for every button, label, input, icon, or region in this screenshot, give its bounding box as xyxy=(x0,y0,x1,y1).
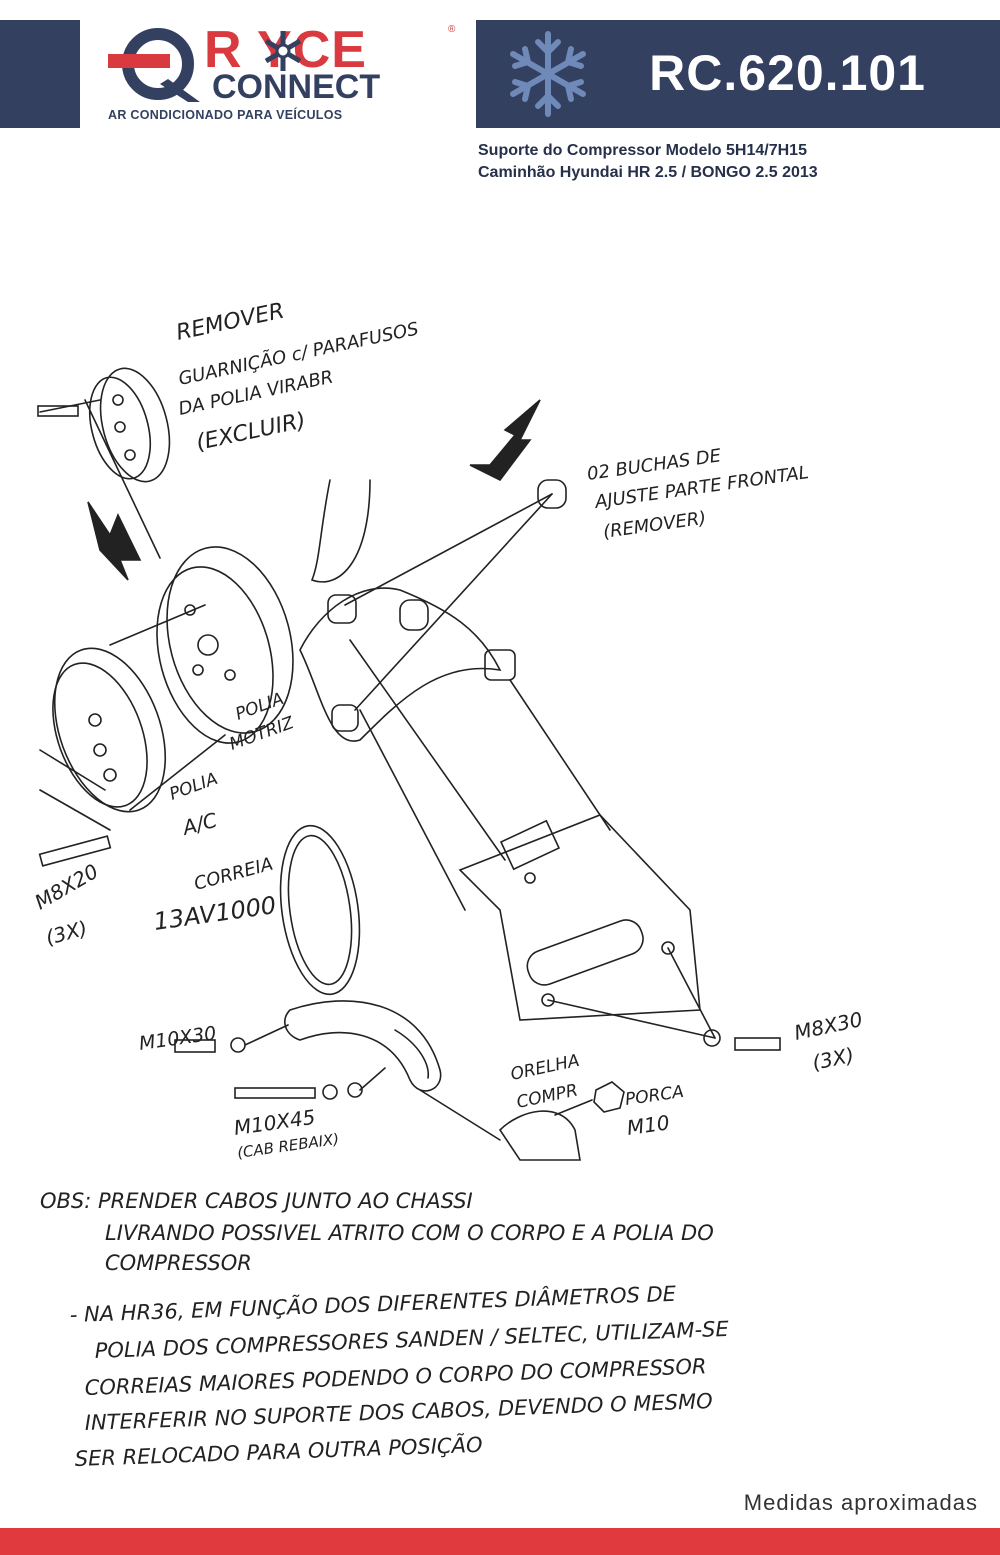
arrow-up-left xyxy=(87,501,142,581)
drive-pulley xyxy=(156,546,294,744)
adjust-bushings xyxy=(327,479,567,732)
brand-logo: R YCE ® CONNECT AR CONDICIONADO PARA VEÍ… xyxy=(108,21,458,124)
belt xyxy=(279,824,361,996)
note-hr-1: - NA HR36, EM FUNÇÃO DOS DIFERENTES DIÂM… xyxy=(69,1280,677,1327)
label-m8x20: M8X20 xyxy=(31,859,103,914)
label-m10x30: M10X30 xyxy=(138,1022,218,1055)
product-subtitle: Suporte do Compressor Modelo 5H14/7H15 C… xyxy=(478,140,818,184)
label-correia-1: CORREIA xyxy=(192,854,275,895)
label-buchas-3: (REMOVER) xyxy=(602,508,708,543)
label-porca-2: M10 xyxy=(625,1110,671,1140)
measure-note: Medidas aproximadas xyxy=(743,1490,978,1515)
note-obs-3: COMPRESSOR xyxy=(105,1251,252,1275)
label-polia-ac-2: A/C xyxy=(178,808,219,841)
footer-bar xyxy=(0,1528,1000,1555)
gasket-part xyxy=(37,367,171,559)
ac-pulley xyxy=(39,604,226,831)
note-obs-1: OBS: PRENDER CABOS JUNTO AO CHASSI xyxy=(40,1189,473,1213)
label-remover-1: REMOVER xyxy=(174,299,287,346)
compressor-ear xyxy=(498,1110,581,1161)
label-orelha-1: ORELHA xyxy=(509,1051,581,1085)
registered-mark: ® xyxy=(448,24,456,35)
label-porca-1: PORCA xyxy=(624,1082,685,1110)
label-m8x30: M8X30 xyxy=(792,1007,865,1045)
product-code-block: RC.620.101 xyxy=(476,20,1000,128)
product-code: RC.620.101 xyxy=(649,45,926,101)
note-obs-2: LIVRANDO POSSIVEL ATRITO COM O CORPO E A… xyxy=(105,1221,714,1245)
subtitle-line-2: Caminhão Hyundai HR 2.5 / BONGO 2.5 2013 xyxy=(478,164,818,181)
label-remover-4: (EXCLUIR) xyxy=(194,408,308,456)
brand-tagline: AR CONDICIONADO PARA VEÍCULOS xyxy=(108,108,343,122)
label-m8x30-qty: (3X) xyxy=(810,1043,856,1075)
arrow-up-right xyxy=(469,399,541,482)
brand-connect: CONNECT xyxy=(212,68,381,106)
bolts xyxy=(38,835,781,1161)
nut-m10 xyxy=(593,1081,625,1113)
logo-mark-icon xyxy=(108,28,200,102)
label-orelha-2: COMPR xyxy=(515,1080,580,1112)
label-correia-2: 13AV1000 xyxy=(152,891,278,936)
tension-arm xyxy=(284,1000,442,1092)
left-header-block xyxy=(0,20,80,128)
engine-outline xyxy=(310,479,371,583)
label-m8x20-qty: (3X) xyxy=(43,916,90,950)
snowflake-icon xyxy=(510,31,586,117)
compressor-bracket xyxy=(349,639,716,1039)
brand-snowflake-o-icon xyxy=(264,31,302,71)
assembly-sketch: REMOVER GUARNIÇÃO c/ PARAFUSOS DA POLIA … xyxy=(31,299,865,1471)
subtitle-line-1: Suporte do Compressor Modelo 5H14/7H15 xyxy=(478,142,807,159)
note-hr-5: SER RELOCADO PARA OUTRA POSIÇÃO xyxy=(74,1431,483,1471)
